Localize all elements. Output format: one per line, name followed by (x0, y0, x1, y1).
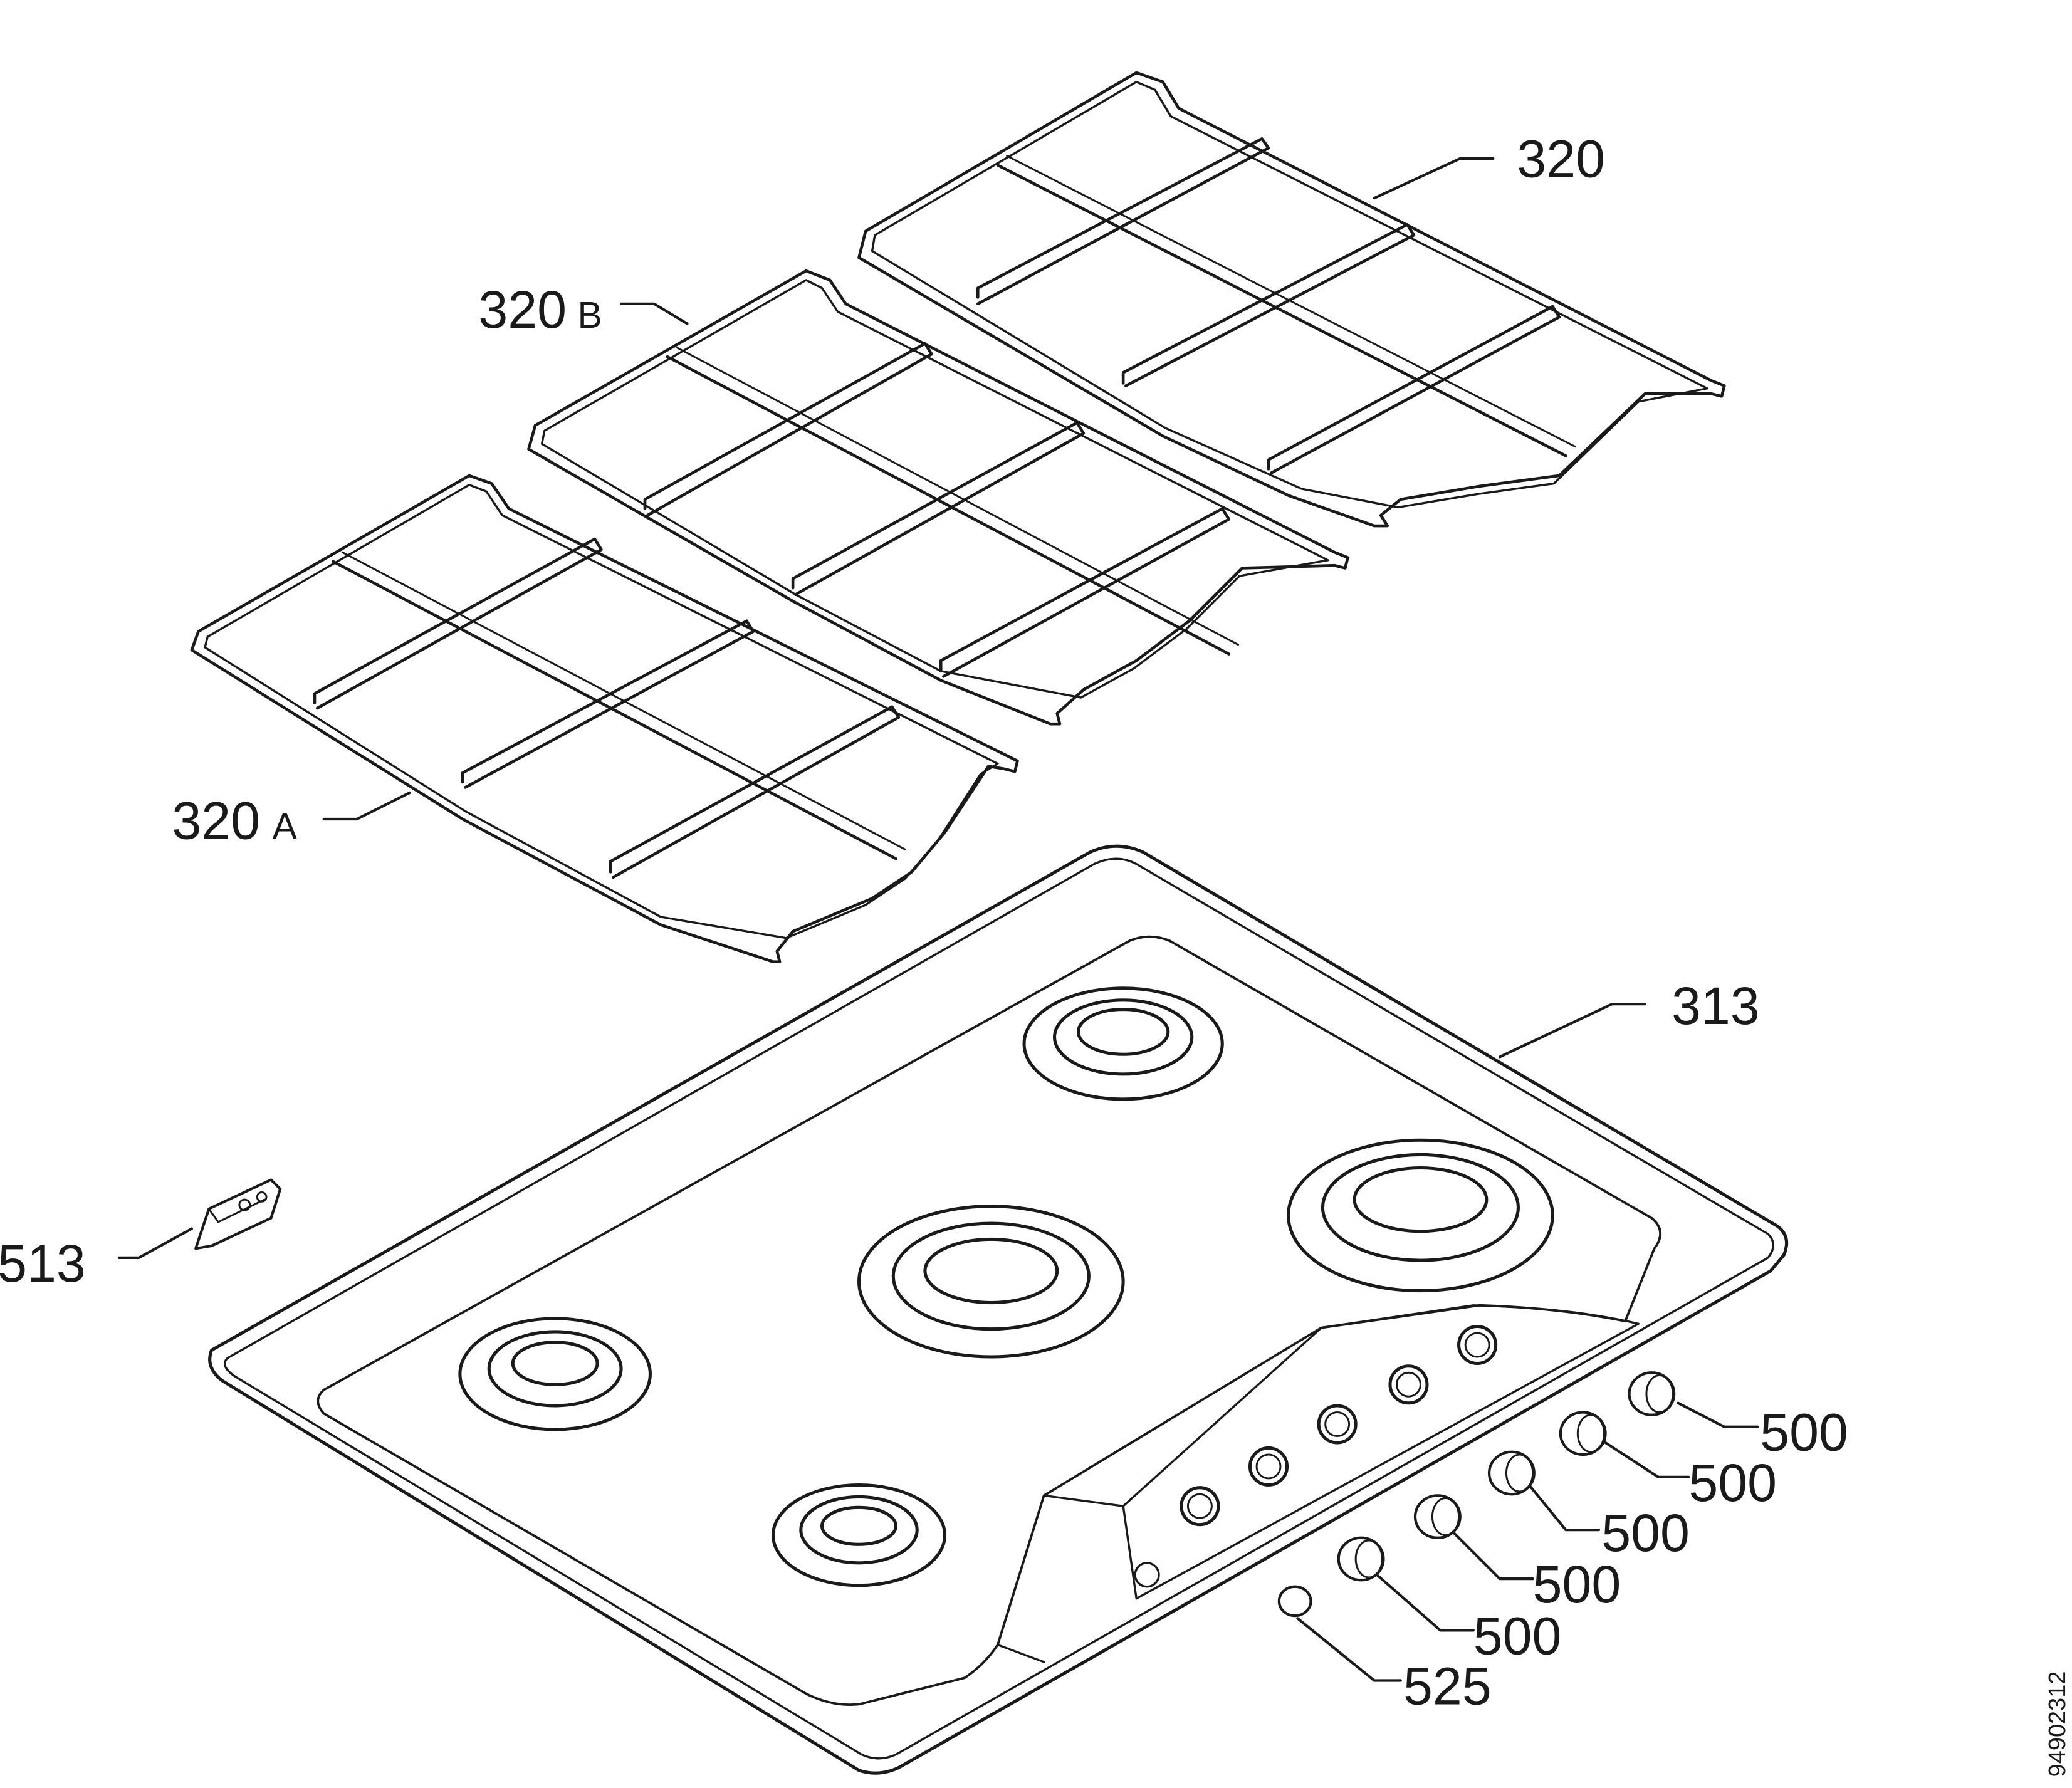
label-320: 320 (1517, 129, 1605, 188)
knob-3 (1487, 1450, 1536, 1496)
label-513: 513 (0, 1234, 86, 1293)
label-500-c: 500 (1601, 1503, 1690, 1562)
burner-front (771, 1483, 947, 1587)
label-320a: 320 (172, 792, 260, 850)
knob-1 (1628, 1371, 1676, 1416)
burner-centre (857, 1205, 1125, 1359)
label-500-b: 500 (1688, 1453, 1777, 1512)
knob-4 (1413, 1494, 1462, 1539)
label-320b: 320 (478, 280, 567, 339)
leader-lines (117, 157, 1759, 1682)
control-knobs (1277, 1371, 1676, 1618)
label-500-a: 500 (1760, 1403, 1848, 1462)
bracket-513 (194, 1178, 282, 1250)
burner-right (1287, 1138, 1554, 1293)
burner-back (1022, 986, 1224, 1101)
label-500-e: 500 (1473, 1606, 1562, 1665)
knob-2 (1559, 1411, 1607, 1456)
hob-top-313 (208, 844, 1789, 1775)
pan-support-grid-320b (527, 269, 1349, 726)
drawing-number: 94902312 (2044, 1671, 2071, 1777)
knob-5 (1337, 1536, 1385, 1582)
pan-support-grid-320a (190, 474, 1019, 963)
label-320b-suffix: B (578, 295, 602, 336)
part-labels: 320 320 B 320 A 313 513 500 500 500 500 … (0, 129, 2071, 1777)
label-313: 313 (1672, 976, 1760, 1035)
pan-support-grid-320 (857, 71, 1726, 528)
label-320a-suffix: A (273, 806, 298, 847)
label-525: 525 (1403, 1656, 1492, 1715)
label-500-d: 500 (1533, 1555, 1621, 1614)
burner-left (458, 1317, 652, 1431)
button-525 (1277, 1585, 1312, 1618)
